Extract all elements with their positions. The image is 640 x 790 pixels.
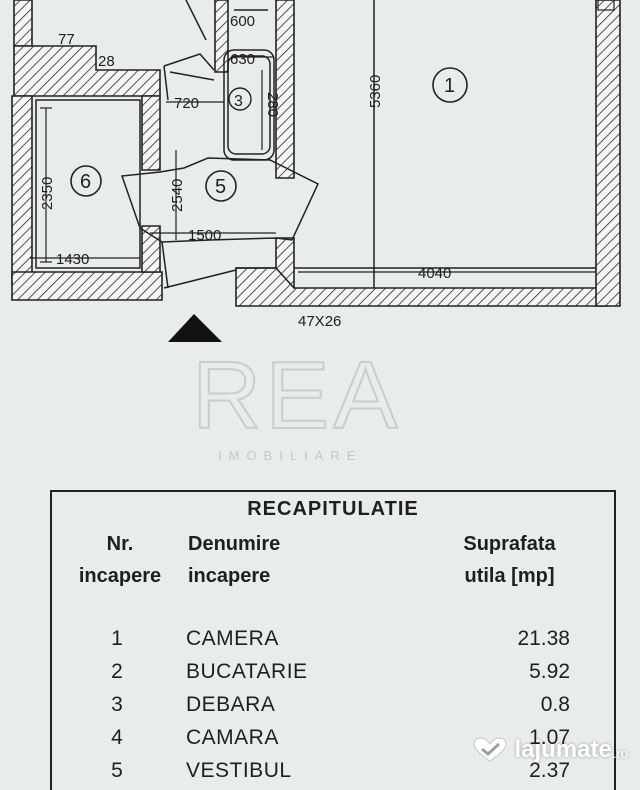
row-name: CAMERA: [186, 627, 279, 650]
site-logo[interactable]: lajumate.ro: [472, 736, 628, 764]
dim-77: 77: [58, 31, 75, 48]
dimension-labels: 77 28 600 630 720 280 5360 2350 2540 150…: [39, 13, 451, 330]
room-number-3: 3: [234, 93, 243, 110]
header-room-name-line1: Denumire: [188, 533, 281, 555]
table-title: RECAPITULATIE: [247, 498, 419, 520]
header-room-name-line2: incapere: [188, 565, 271, 587]
row-name: DEBARA: [186, 693, 276, 716]
wall-right-outer: [595, 0, 621, 307]
wall-kitchen-right: [214, 0, 229, 73]
room-labels: 1 3 5 6: [70, 67, 468, 202]
watermark-brand: REA: [192, 342, 401, 449]
row-number: 1: [111, 627, 123, 650]
logo-tld: .ro: [612, 745, 628, 761]
row-name: CAMARA: [186, 726, 279, 749]
entrance-arrow-icon: [168, 314, 222, 342]
room-number-1: 1: [444, 75, 455, 97]
wall-bottom-left: [11, 271, 163, 301]
row-area: 21.38: [517, 627, 570, 650]
table-row: 3 DEBARA 0.8: [52, 690, 614, 723]
header-area: Suprafata utila [mp]: [447, 528, 572, 592]
room-number-5: 5: [215, 176, 226, 198]
dim-280: 280: [264, 92, 281, 117]
header-area-line1: Suprafata: [463, 533, 556, 555]
row-area: 1.07: [529, 726, 570, 749]
table-row: 1 CAMERA 21.38: [52, 624, 614, 657]
table-rows: 1 CAMERA 21.38 2 BUCATARIE 5.92 3 DEBARA…: [52, 624, 614, 789]
dim-2350: 2350: [39, 177, 56, 210]
row-area: 0.8: [540, 693, 570, 716]
row-number: 5: [111, 759, 123, 782]
dim-47x26: 47X26: [298, 313, 341, 330]
watermark: REA IMOBILIARE: [191, 341, 401, 463]
watermark-subtitle: IMOBILIARE: [218, 448, 362, 463]
room-number-6: 6: [80, 171, 91, 193]
row-number: 4: [111, 726, 123, 749]
row-name: BUCATARIE: [186, 660, 308, 683]
row-name: VESTIBUL: [186, 759, 292, 782]
header-room-number-line2: incapere: [78, 565, 162, 587]
wall-center: [275, 0, 295, 179]
wall-upper-left: [13, 45, 161, 97]
door-marks: [595, 0, 615, 11]
dim-1430: 1430: [56, 251, 89, 268]
logo-name: lajumate: [514, 736, 612, 763]
wall-room6-right: [141, 95, 161, 171]
header-room-number-line1: Nr.: [106, 533, 134, 555]
floor-plan: REA IMOBILIARE: [11, 0, 621, 463]
dim-600: 600: [230, 13, 255, 30]
dim-4040: 4040: [418, 265, 451, 282]
dim-1500: 1500: [188, 227, 221, 244]
row-number: 3: [111, 693, 123, 716]
interior-lines: [35, 0, 596, 289]
row-number: 2: [111, 660, 123, 683]
heart-check-icon: [473, 737, 507, 762]
dim-28: 28: [98, 53, 115, 70]
header-room-name: Denumire incapere: [188, 528, 280, 592]
dim-5360: 5360: [367, 75, 384, 108]
row-area: 5.92: [529, 660, 570, 683]
dim-720: 720: [174, 95, 199, 112]
table-row: 4 CAMARA 1.07: [52, 723, 614, 756]
header-area-line2: utila [mp]: [464, 565, 555, 587]
dim-2540: 2540: [169, 179, 186, 212]
table-row: 2 BUCATARIE 5.92: [52, 657, 614, 690]
header-room-number: Nr. incapere: [60, 528, 180, 592]
dimension-lines: [30, 56, 596, 273]
walls: [11, 0, 621, 307]
dim-630: 630: [230, 51, 255, 68]
wall-top-left-stub: [13, 0, 33, 47]
wall-left-outer: [11, 95, 33, 285]
